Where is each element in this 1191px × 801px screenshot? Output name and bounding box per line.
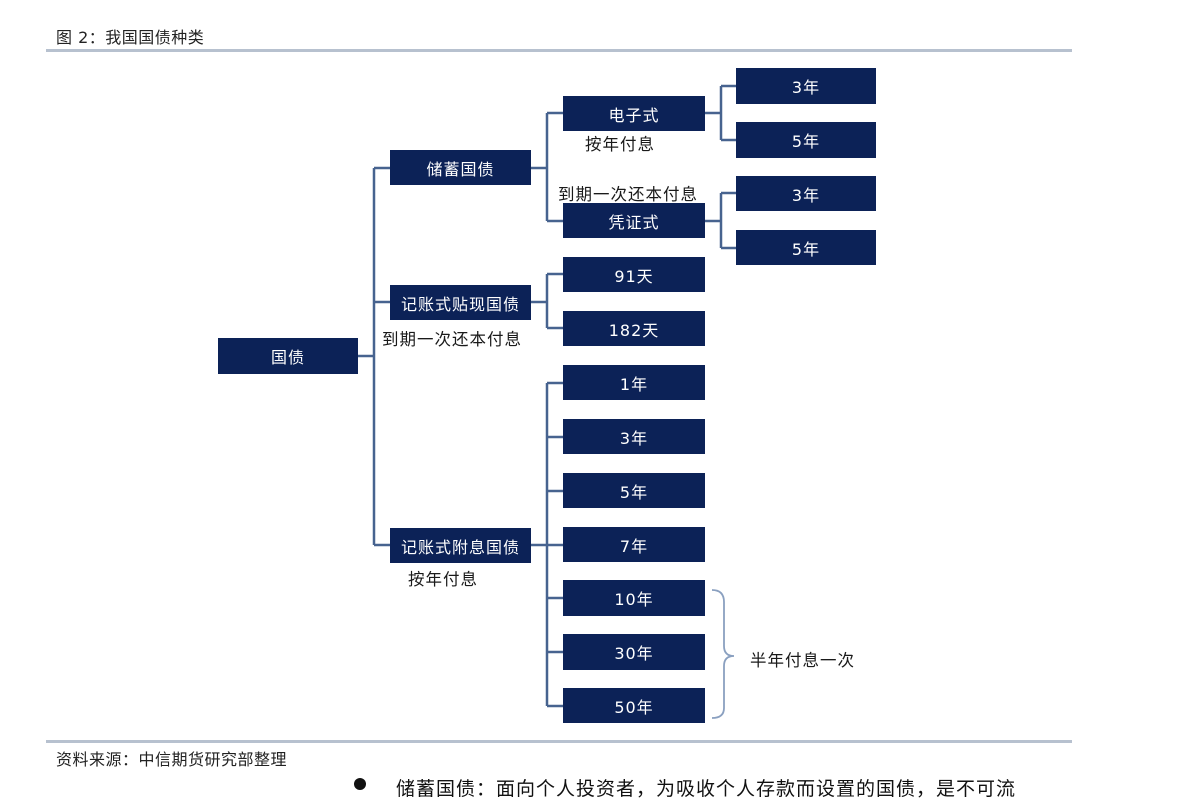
- figure-source: 资料来源：中信期货研究部整理: [56, 750, 288, 769]
- node-electronic-term: 5年: [736, 122, 876, 158]
- node-coupon-term: 3年: [563, 419, 705, 454]
- node-coupon-term: 30年: [563, 634, 705, 670]
- note-electronic: 按年付息: [585, 135, 655, 154]
- note-discount: 到期一次还本付息: [382, 330, 522, 349]
- node-root: 国债: [218, 338, 358, 374]
- top-rule: [46, 49, 1072, 52]
- node-savings: 储蓄国债: [390, 150, 531, 185]
- note-coupon: 按年付息: [408, 570, 478, 589]
- node-discount-term: 182天: [563, 311, 705, 346]
- node-coupon-term: 1年: [563, 365, 705, 400]
- node-coupon-term: 50年: [563, 688, 705, 723]
- node-electronic: 电子式: [563, 96, 705, 131]
- node-voucher-term: 3年: [736, 176, 876, 211]
- node-coupon-term: 7年: [563, 527, 705, 562]
- body-text: 储蓄国债：面向个人投资者，为吸收个人存款而设置的国债，是不可流: [396, 778, 1017, 800]
- bullet-icon: [354, 778, 366, 790]
- figure-title: 图 2：我国国债种类: [56, 28, 205, 47]
- node-discount-term: 91天: [563, 257, 705, 292]
- bottom-rule: [46, 740, 1072, 743]
- node-coupon-term: 5年: [563, 473, 705, 508]
- note-semiannual: 半年付息一次: [750, 651, 855, 670]
- note-voucher: 到期一次还本付息: [558, 185, 698, 204]
- node-discount: 记账式贴现国债: [390, 285, 531, 320]
- node-voucher-term: 5年: [736, 230, 876, 265]
- node-electronic-term: 3年: [736, 68, 876, 104]
- node-voucher: 凭证式: [563, 203, 705, 238]
- node-coupon: 记账式附息国债: [390, 528, 531, 563]
- node-coupon-term: 10年: [563, 580, 705, 616]
